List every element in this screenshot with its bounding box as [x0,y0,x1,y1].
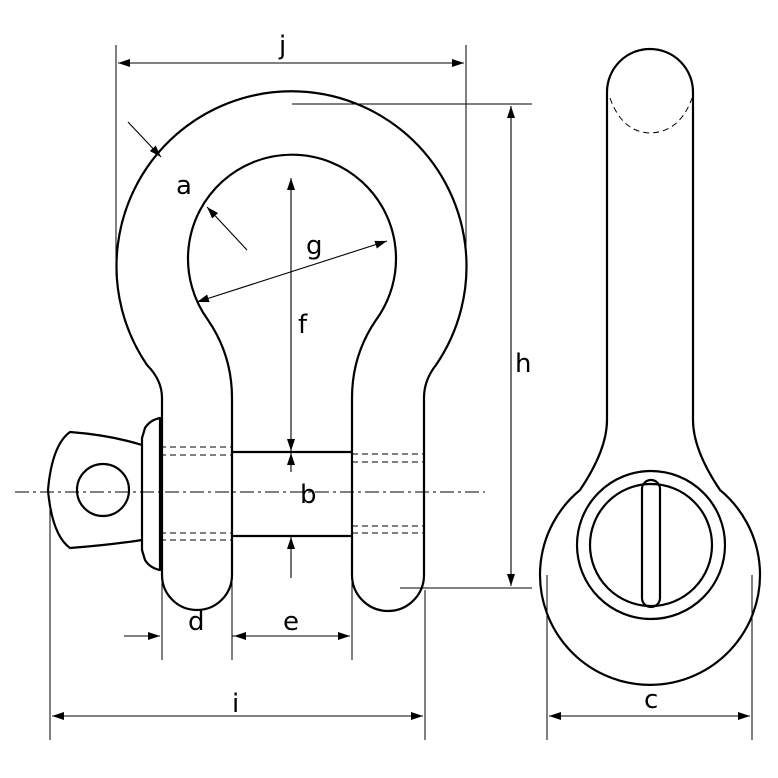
shackle-body [115,90,468,613]
shackle-side-view [538,47,762,686]
dimension-a: a [127,121,248,251]
label-d: d [188,607,205,637]
dimension-b: b [287,453,317,578]
dimension-i: i [49,500,426,740]
label-b: b [300,480,317,510]
pin-shaft [160,446,424,541]
dimension-g: g [196,231,388,303]
dimension-c: c [546,575,753,740]
dimension-j: j [115,31,467,275]
label-g: g [306,231,323,261]
pin-head [46,416,162,572]
label-e: e [283,607,299,637]
dimension-f: f [287,178,308,451]
dimension-e: e [234,582,353,660]
label-h: h [515,349,531,379]
label-a: a [176,171,192,201]
dimension-h: h [292,103,532,589]
label-f: f [298,310,308,340]
label-j: j [278,31,286,61]
label-c: c [644,685,658,715]
dimension-d: d [124,582,234,660]
label-i: i [232,689,239,719]
